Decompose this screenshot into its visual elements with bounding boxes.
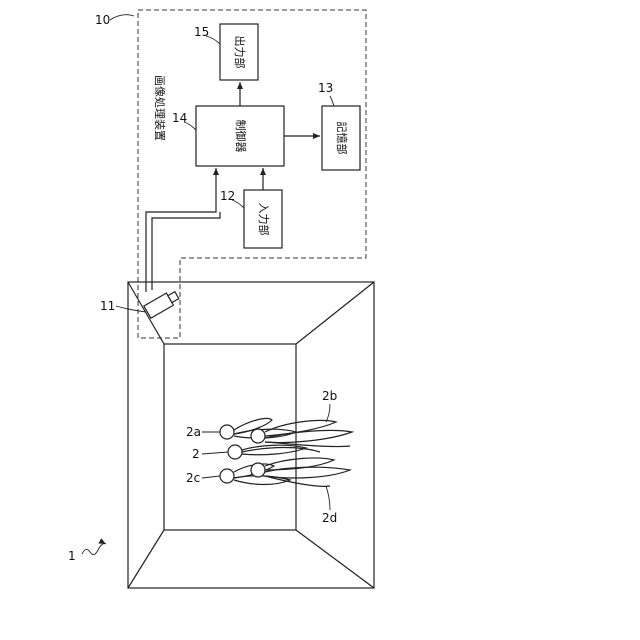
room-edge-bl — [128, 530, 164, 588]
ref-camera: 11 — [100, 299, 115, 313]
leader-person-2c — [202, 476, 220, 478]
storage-unit-label: 記憶部 — [335, 122, 349, 155]
ref-person-2a: 2a — [186, 425, 201, 439]
leader-device — [110, 15, 134, 20]
ref-storage: 13 — [318, 81, 333, 95]
leader-storage — [330, 96, 334, 106]
ref-output: 15 — [194, 25, 209, 39]
arrow-camera-to-controller — [146, 168, 216, 292]
person-2-icon — [228, 445, 320, 459]
ref-device: 10 — [95, 13, 110, 27]
ref-person-2: 2 — [192, 447, 200, 461]
leader-person-2d — [326, 486, 330, 510]
ref-person-2d: 2d — [322, 511, 337, 525]
ref-input: 12 — [220, 189, 235, 203]
ref-controller: 14 — [172, 111, 187, 125]
input-unit-label: 入力部 — [257, 203, 271, 236]
leader-camera — [116, 306, 146, 312]
output-unit-label: 出力部 — [233, 36, 247, 69]
camera-cable-second — [152, 212, 220, 290]
leader-person-2b — [326, 404, 330, 422]
room-edge-tr — [296, 282, 374, 344]
leader-system — [82, 544, 106, 555]
camera-icon — [144, 289, 180, 318]
leader-person-2 — [202, 452, 228, 454]
ref-person-2b: 2b — [322, 389, 337, 403]
person-2d-icon — [251, 458, 350, 486]
ref-person-2c: 2c — [186, 471, 200, 485]
device-label: 画像処理装置 — [153, 75, 166, 141]
ref-system: 1 — [68, 549, 76, 563]
room-edge-br — [296, 530, 374, 588]
controller-label: 制御器 — [234, 120, 248, 153]
